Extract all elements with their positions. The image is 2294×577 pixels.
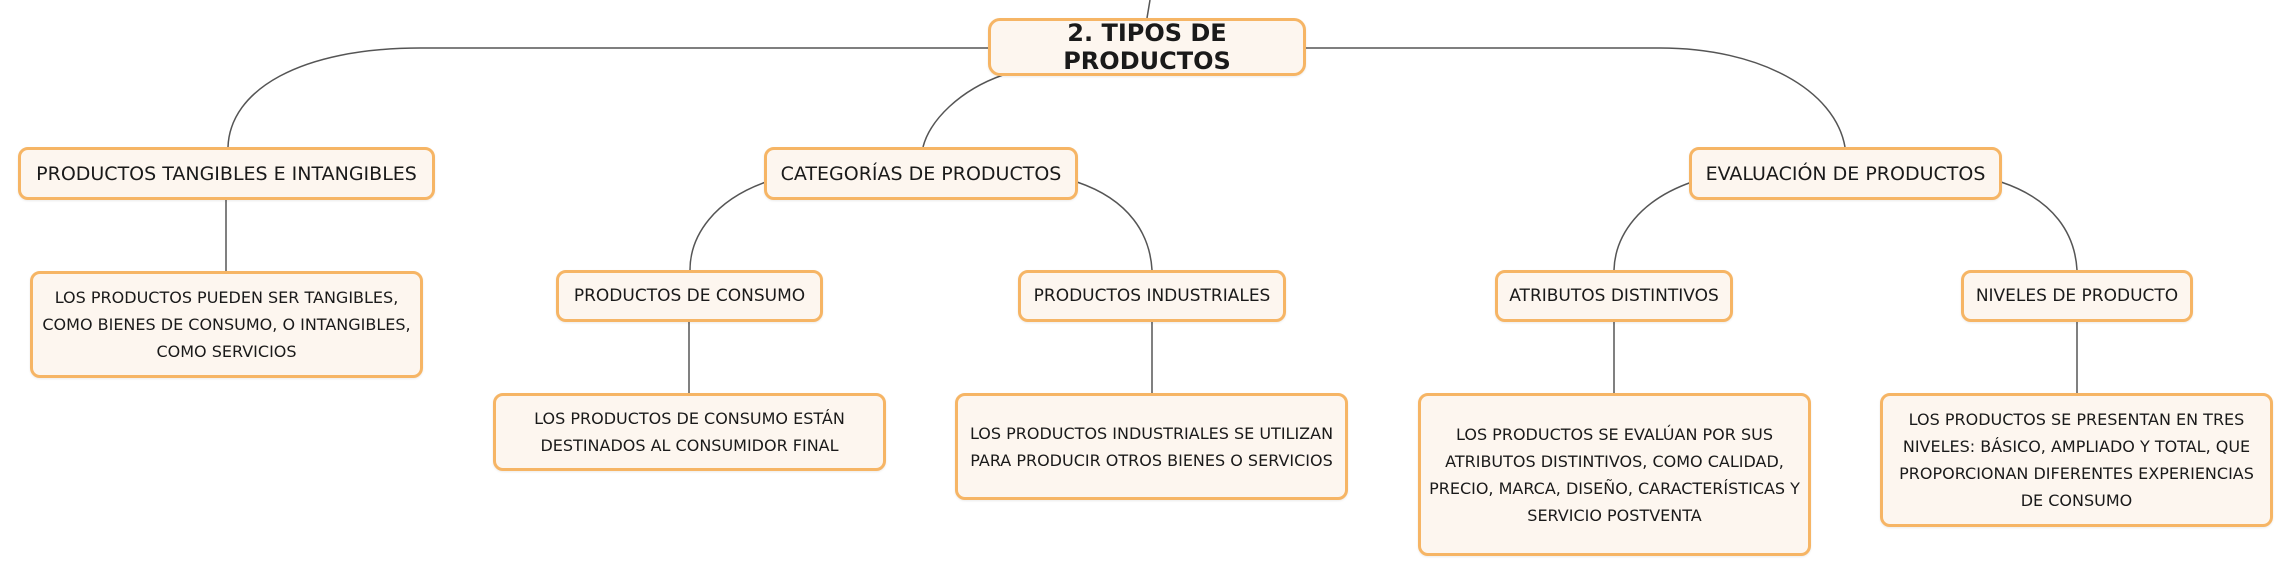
- topic-label: PRODUCTOS TANGIBLES E INTANGIBLES: [36, 162, 417, 185]
- topic-niveles-producto[interactable]: NIVELES DE PRODUCTO: [1961, 270, 2193, 322]
- description-niveles[interactable]: LOS PRODUCTOS SE PRESENTAN EN TRES NIVEL…: [1880, 393, 2273, 527]
- description-text: LOS PRODUCTOS SE PRESENTAN EN TRES NIVEL…: [1899, 410, 2254, 510]
- description-text: LOS PRODUCTOS SE EVALÚAN POR SUS ATRIBUT…: [1429, 424, 1800, 525]
- connector-categorias-industriales: [1076, 181, 1153, 271]
- description-atributos[interactable]: LOS PRODUCTOS SE EVALÚAN POR SUS ATRIBUT…: [1418, 393, 1811, 556]
- topic-productos-tangibles[interactable]: PRODUCTOS TANGIBLES E INTANGIBLES: [18, 147, 435, 200]
- root-topic[interactable]: 2. TIPOS DE PRODUCTOS: [988, 18, 1306, 76]
- topic-label: ATRIBUTOS DISTINTIVOS: [1509, 286, 1719, 306]
- connector-categorias-consumo: [689, 181, 767, 271]
- topic-label: CATEGORÍAS DE PRODUCTOS: [780, 162, 1062, 185]
- topic-label: EVALUACIÓN DE PRODUCTOS: [1705, 162, 1986, 185]
- topic-evaluacion-productos[interactable]: EVALUACIÓN DE PRODUCTOS: [1689, 147, 2002, 200]
- description-tangibles[interactable]: LOS PRODUCTOS PUEDEN SER TANGIBLES, COMO…: [30, 271, 423, 378]
- topic-categorias-productos[interactable]: CATEGORÍAS DE PRODUCTOS: [764, 147, 1078, 200]
- topic-label: PRODUCTOS DE CONSUMO: [573, 286, 806, 306]
- topic-label: NIVELES DE PRODUCTO: [1975, 286, 2179, 306]
- description-industriales[interactable]: LOS PRODUCTOS INDUSTRIALES SE UTILIZAN P…: [955, 393, 1348, 500]
- connector-evaluacion-niveles: [2000, 181, 2078, 271]
- topic-label: PRODUCTOS INDUSTRIALES: [1033, 286, 1271, 306]
- description-text: LOS PRODUCTOS INDUSTRIALES SE UTILIZAN P…: [969, 423, 1334, 470]
- description-consumo[interactable]: LOS PRODUCTOS DE CONSUMO ESTÁN DESTINADO…: [493, 393, 886, 471]
- description-text: LOS PRODUCTOS PUEDEN SER TANGIBLES, COMO…: [42, 288, 411, 361]
- topic-productos-consumo[interactable]: PRODUCTOS DE CONSUMO: [556, 270, 823, 322]
- description-text: LOS PRODUCTOS DE CONSUMO ESTÁN DESTINADO…: [534, 409, 845, 455]
- connector-evaluacion-atributos: [1613, 181, 1693, 271]
- connector-root-parent: [1146, 0, 1151, 19]
- topic-productos-industriales[interactable]: PRODUCTOS INDUSTRIALES: [1018, 270, 1286, 322]
- connector-root-evaluacion: [1306, 47, 1846, 148]
- topic-atributos-distintivos[interactable]: ATRIBUTOS DISTINTIVOS: [1495, 270, 1733, 322]
- root-topic-label: 2. TIPOS DE PRODUCTOS: [1063, 19, 1231, 75]
- connector-root-tangibles: [227, 47, 988, 148]
- connector-root-categorias: [922, 74, 1004, 148]
